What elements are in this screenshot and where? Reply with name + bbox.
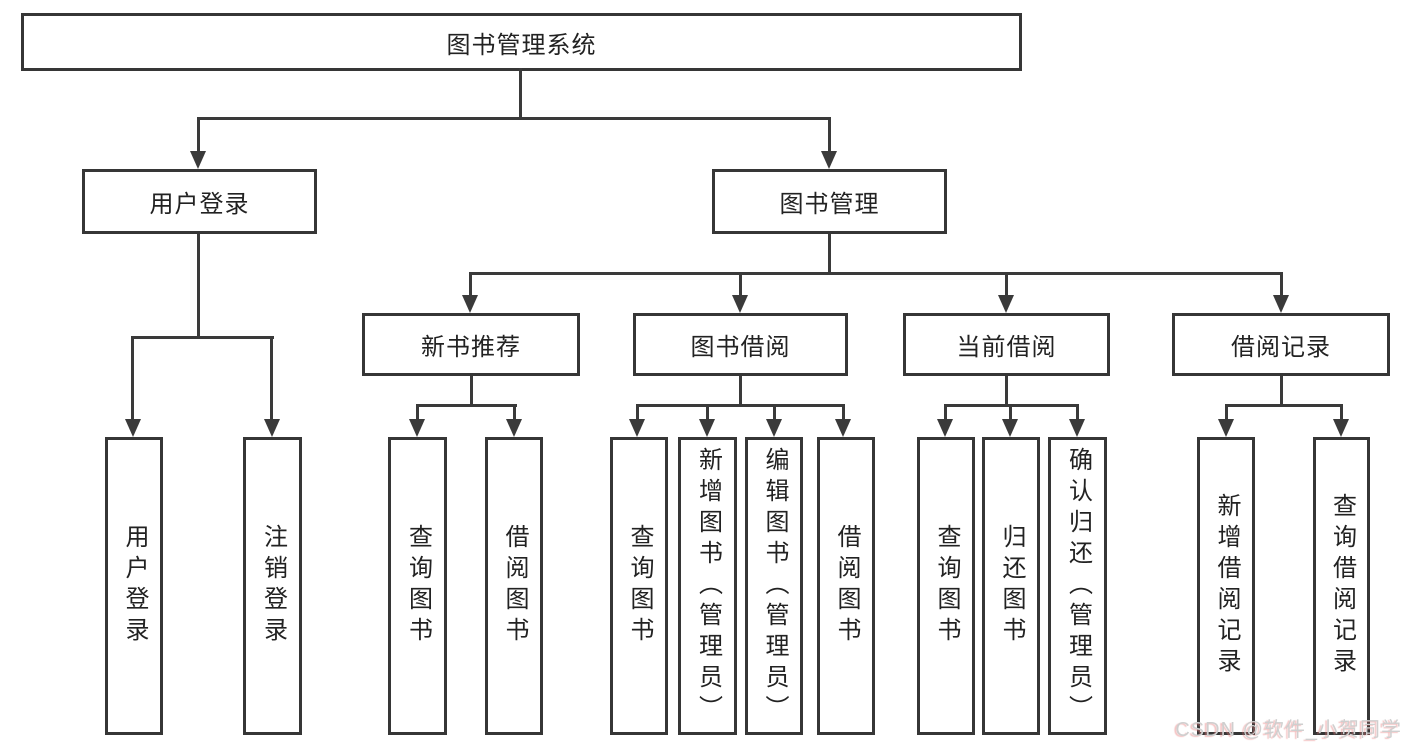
node-label: 查询图书: [933, 524, 960, 648]
csdn-watermark: CSDN @软件_小贺同学: [1175, 719, 1402, 741]
arrowhead-down-icon: [821, 151, 837, 169]
node-label: 归还图书: [998, 524, 1025, 648]
node-label: 当前借阅: [956, 334, 1057, 361]
connector-borrowing-rail: [636, 404, 845, 407]
node-label: 用户登录: [149, 191, 250, 218]
connector-stem: [828, 117, 831, 153]
leaf-edit-books-admin: 编辑图书（管理员）: [745, 437, 803, 735]
arrowhead-down-icon: [190, 151, 206, 169]
leaf-borrow-books-recommend: 借阅图书: [485, 437, 543, 735]
connector-stem: [131, 336, 134, 421]
arrowhead-down-icon: [629, 419, 645, 437]
connector-stem: [706, 404, 709, 421]
arrowhead-down-icon: [1069, 419, 1085, 437]
connector-stem: [513, 404, 516, 421]
arrowhead-down-icon: [998, 295, 1014, 313]
node-label: 查询图书: [626, 524, 653, 648]
connector-stem: [944, 404, 947, 421]
connector-stem: [1005, 272, 1008, 298]
node-label: 借阅记录: [1231, 334, 1331, 361]
node-label: 借阅图书: [833, 524, 860, 648]
connector-stem: [636, 404, 639, 421]
connector-stem: [842, 404, 845, 421]
leaf-add-books-admin: 新增图书（管理员）: [678, 437, 737, 735]
leaf-query-books-borrowing: 查询图书: [610, 437, 668, 735]
node-label: 新增借阅记录: [1213, 493, 1240, 679]
connector-userlogin-rail: [131, 336, 274, 339]
connector-level2-rail: [197, 117, 831, 120]
node-borrowing-records: 借阅记录: [1172, 313, 1390, 376]
connector-recommend-rail: [416, 404, 517, 407]
arrowhead-down-icon: [766, 419, 782, 437]
node-label: 新书推荐: [421, 334, 521, 361]
node-label: 查询图书: [404, 524, 432, 648]
arrowhead-down-icon: [732, 295, 748, 313]
arrowhead-down-icon: [1273, 295, 1289, 313]
node-label: 图书管理系统: [446, 31, 597, 59]
connector-stem: [416, 404, 419, 421]
connector-records-rail: [1225, 404, 1343, 407]
arrowhead-down-icon: [409, 419, 425, 437]
arrowhead-down-icon: [699, 419, 715, 437]
connector-bookmgmt-stem: [828, 234, 831, 275]
connector-stem: [469, 272, 472, 298]
node-label: 查询借阅记录: [1328, 493, 1356, 679]
connector-current-stem: [1005, 376, 1008, 407]
arrowhead-down-icon: [1218, 419, 1234, 437]
connector-stem: [1225, 404, 1228, 421]
node-label: 借阅图书: [501, 524, 528, 648]
arrowhead-down-icon: [125, 419, 141, 437]
node-book-management: 图书管理: [712, 169, 947, 234]
arrowhead-down-icon: [264, 419, 280, 437]
connector-root-stem: [519, 68, 522, 120]
connector-stem: [1340, 404, 1343, 421]
connector-borrowing-stem: [739, 376, 742, 407]
connector-level3-rail: [469, 272, 1283, 275]
connector-stem: [197, 117, 200, 153]
connector-stem: [270, 336, 273, 421]
connector-stem: [1076, 404, 1079, 421]
connector-userlogin-stem: [197, 234, 200, 339]
leaf-query-books-current: 查询图书: [917, 437, 975, 735]
leaf-logout: 注销登录: [243, 437, 302, 735]
leaf-add-borrow-record: 新增借阅记录: [1197, 437, 1255, 735]
arrowhead-down-icon: [462, 295, 478, 313]
leaf-user-login: 用户登录: [105, 437, 163, 735]
connector-stem: [1280, 272, 1283, 298]
arrowhead-down-icon: [1333, 419, 1349, 437]
arrowhead-down-icon: [937, 419, 953, 437]
node-book-borrowing: 图书借阅: [633, 313, 848, 376]
node-label: 确认归还（管理员）: [1064, 446, 1092, 726]
node-current-borrowing: 当前借阅: [903, 313, 1110, 376]
node-label: 图书借阅: [690, 334, 791, 361]
node-new-book-recommend: 新书推荐: [362, 313, 580, 376]
arrowhead-down-icon: [835, 419, 851, 437]
connector-stem: [1009, 404, 1012, 421]
node-label: 编辑图书（管理员）: [761, 446, 788, 726]
node-label: 图书管理: [779, 191, 880, 218]
leaf-confirm-return-admin: 确认归还（管理员）: [1048, 437, 1107, 735]
node-label: 用户登录: [121, 524, 148, 648]
node-label: 新增图书（管理员）: [694, 446, 722, 726]
connector-recommend-stem: [470, 376, 473, 407]
node-user-login: 用户登录: [82, 169, 317, 234]
connector-stem: [739, 272, 742, 298]
arrowhead-down-icon: [1002, 419, 1018, 437]
connector-stem: [773, 404, 776, 421]
leaf-return-books: 归还图书: [982, 437, 1040, 735]
node-label: 注销登录: [259, 524, 287, 648]
node-library-management-system: 图书管理系统: [21, 13, 1022, 71]
connector-records-stem: [1280, 376, 1283, 407]
leaf-borrow-books-borrowing: 借阅图书: [817, 437, 875, 735]
leaf-query-books-recommend: 查询图书: [388, 437, 447, 735]
leaf-query-borrow-record: 查询借阅记录: [1313, 437, 1370, 735]
arrowhead-down-icon: [506, 419, 522, 437]
